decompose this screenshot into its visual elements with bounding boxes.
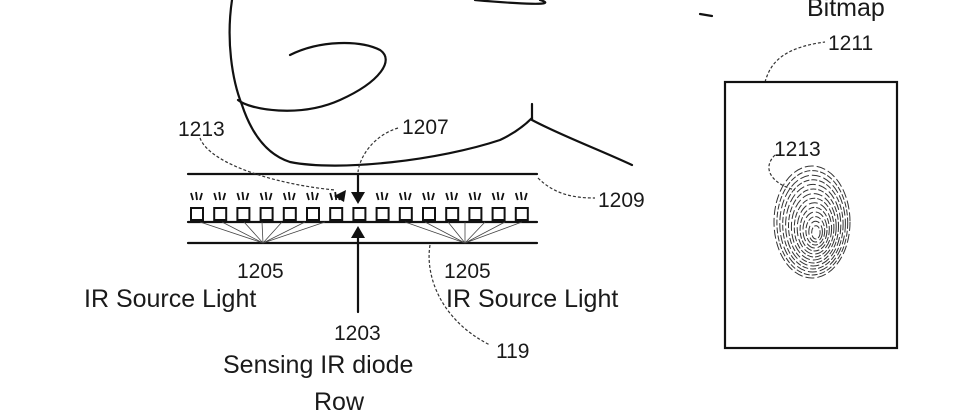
ir-emitter xyxy=(398,191,412,201)
sensor-pixel xyxy=(422,207,436,221)
ir-emitter xyxy=(468,191,482,201)
ir-emitter xyxy=(445,191,459,201)
label-119: 119 xyxy=(496,340,529,363)
ir-emitter xyxy=(375,191,389,201)
fingerprint-ridge xyxy=(811,225,821,240)
sensing-ir-diode-label: Sensing IR diode xyxy=(223,351,413,379)
ir-emitter xyxy=(213,191,227,201)
ir-emitter xyxy=(282,191,296,201)
row-label: Row xyxy=(314,388,365,416)
sensor-pixel xyxy=(375,207,390,221)
ir-source-light-right: IR Source Light xyxy=(446,285,618,313)
sensor-pixel xyxy=(445,207,460,221)
ir-emitter xyxy=(514,191,528,201)
sensing-arrow xyxy=(351,226,365,314)
sensor-pixel xyxy=(491,207,506,221)
label-1213: 1213 xyxy=(178,118,225,141)
bitmap-frame xyxy=(723,80,899,350)
ir-emitter xyxy=(236,191,250,201)
label-1209: 1209 xyxy=(598,189,645,212)
ir-emitter xyxy=(259,191,273,201)
ir-emitter xyxy=(190,191,203,201)
pixel-row xyxy=(190,191,529,221)
ir-source-right-rays xyxy=(404,221,523,244)
sensor-pixel xyxy=(398,207,413,221)
sensor-pixel xyxy=(514,207,529,221)
fingerprint-ridge xyxy=(785,183,842,267)
sensor-pixel xyxy=(468,207,483,221)
fingerprint-ridge xyxy=(788,188,839,264)
ir-emitter xyxy=(491,191,505,201)
fingerprint-ridge xyxy=(802,211,828,249)
sensor-pixel xyxy=(352,207,367,221)
sensor-pixel xyxy=(190,207,204,221)
bitmap-title: Bitmap xyxy=(807,0,885,22)
fingerprint-ridge xyxy=(799,206,830,252)
reflected-light-arrow xyxy=(334,172,365,204)
label-1213-bitmap: 1213 xyxy=(774,138,821,161)
label-1203: 1203 xyxy=(334,322,381,345)
fingerprint-ridge xyxy=(773,165,851,279)
ir-source-light-left: IR Source Light xyxy=(84,285,256,313)
fingerprint-ridge xyxy=(790,193,837,261)
fingerprint-ridge xyxy=(793,197,835,258)
label-1205-left: 1205 xyxy=(237,260,284,283)
label-1207: 1207 xyxy=(402,116,449,139)
sensor-pixel xyxy=(236,207,251,221)
ir-source-left-rays xyxy=(199,221,326,244)
fingerprint-ridge xyxy=(782,179,844,270)
sensor-pixel xyxy=(213,207,228,221)
ir-emitter xyxy=(306,191,319,201)
sensor-pixel xyxy=(259,207,274,221)
finger-outline xyxy=(228,0,714,167)
label-1205-right: 1205 xyxy=(444,260,491,283)
fingerprint-ridge xyxy=(776,170,849,276)
fingerprint-ridge xyxy=(808,220,823,243)
sensor-pixel xyxy=(306,207,320,221)
fingerprint-ridge xyxy=(779,174,846,273)
label-1211: 1211 xyxy=(828,32,873,55)
sensor-pixel xyxy=(329,207,344,221)
fingerprint-ridge xyxy=(796,202,833,255)
fingerprint-ridge xyxy=(805,216,826,246)
fingerprint-image xyxy=(773,165,851,279)
sensor-pixel xyxy=(282,207,297,221)
ir-emitter xyxy=(422,191,435,201)
